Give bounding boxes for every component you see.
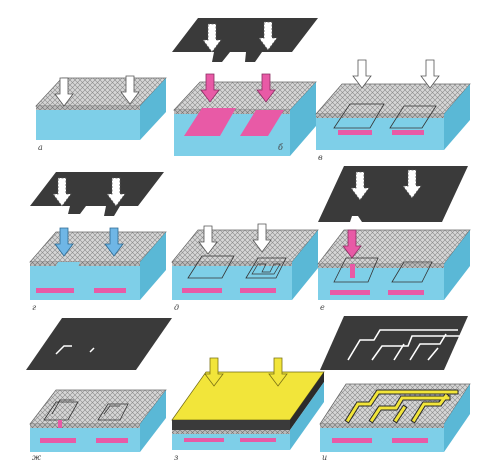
doped-region [392,130,424,135]
photomask [172,18,318,62]
panel-label: и [322,453,327,462]
photomask [30,172,164,216]
panel-v: в [316,60,470,162]
panel-label: е [320,303,325,312]
photomask [26,318,172,370]
oxide-layer-edge [316,114,444,118]
panel-z: з [172,358,324,462]
doped-region [332,438,372,443]
oxide-layer-edge [30,262,140,266]
panel-b: б [172,18,318,156]
doped-region [388,290,424,295]
panel-e: е [318,166,470,312]
photomask [318,166,468,222]
panel-label: б [278,143,283,152]
wafer-front [172,262,292,300]
panel-d: д [172,224,318,312]
doped-region [94,288,126,293]
oxide-layer-edge [172,430,290,434]
doped-region [40,438,76,443]
doped-region [392,438,428,443]
doped-region [338,130,372,135]
doped-region [182,288,222,293]
oxide-layer-edge [318,264,444,268]
panel-g: г [30,172,166,312]
doped-region [184,438,224,442]
panel-label: з [174,453,178,462]
wafer-front [316,114,444,150]
oxide-layer-edge [320,424,444,428]
metal-layer-front [172,420,290,430]
doped-region [240,438,276,442]
panel-i: и [320,316,470,462]
panel-label: в [318,153,323,162]
doped-region [330,290,370,295]
wafer-top [318,230,470,264]
doped-region [240,288,276,293]
doped-region [96,438,128,443]
photomask [320,316,468,370]
contact-hole-pink [58,420,62,428]
panel-zh: ж [26,318,172,462]
contact-hole-pink [350,264,355,278]
doped-region [36,288,74,293]
panel-label: д [174,303,179,312]
panel-label: г [32,303,36,312]
panel-a: а [36,76,166,152]
panel-label: ж [32,453,41,462]
oxide-layer-edge [30,424,140,428]
panel-label: а [38,143,43,152]
oxide-layer-edge [36,106,140,110]
wafer-front [36,106,140,140]
wafer-top [316,84,470,114]
